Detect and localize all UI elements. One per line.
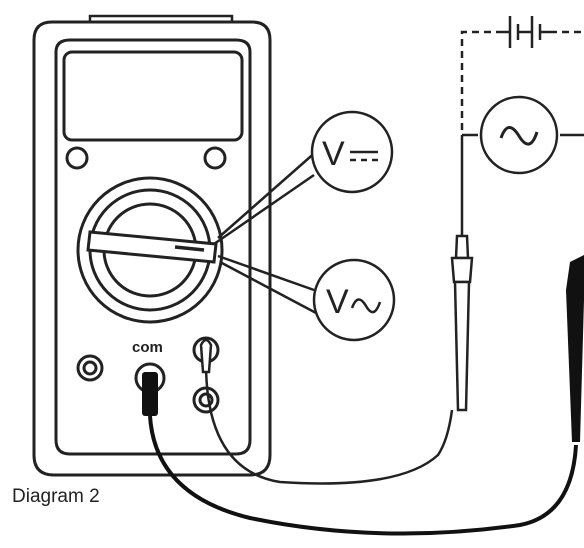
black-probe[interactable]	[566, 255, 584, 442]
jack-left	[76, 354, 104, 382]
mount-hole-left	[65, 146, 89, 170]
ac-wave-icon	[350, 298, 382, 314]
diagram-caption: Diagram 2	[12, 486, 100, 507]
ac-voltage-label: V	[326, 283, 349, 321]
red-probe[interactable]	[450, 215, 474, 412]
dc-voltage-icon	[350, 150, 378, 162]
rotary-switch[interactable]	[76, 176, 224, 324]
black-test-lead	[142, 372, 578, 536]
red-test-lead	[199, 338, 454, 485]
mount-hole-right	[203, 146, 227, 170]
display-window	[62, 50, 244, 142]
dc-voltage-label: V	[322, 135, 345, 173]
battery-icon	[500, 16, 550, 48]
ac-voltage-callout	[312, 258, 396, 342]
circuit-wiring	[460, 30, 584, 215]
com-label: com	[132, 339, 163, 356]
